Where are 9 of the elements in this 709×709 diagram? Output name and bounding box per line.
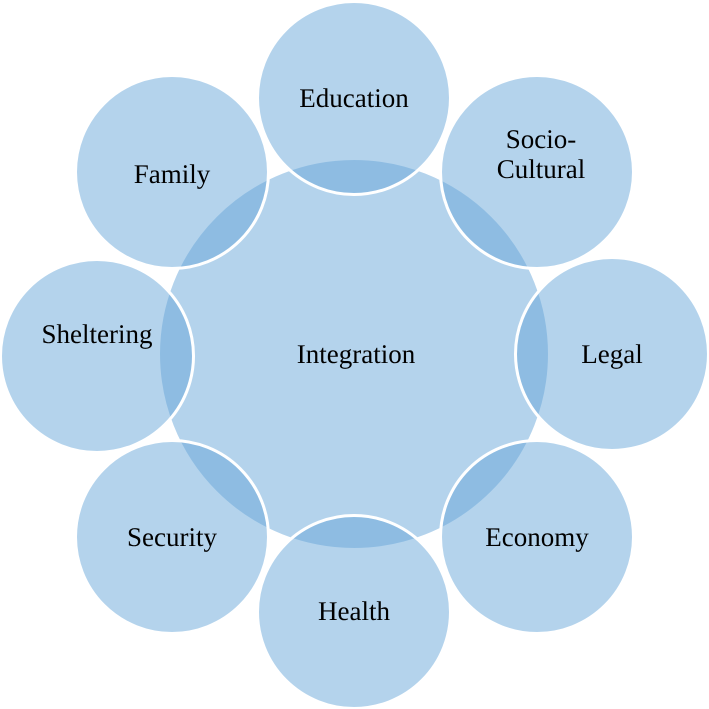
- circle-label: Economy: [485, 522, 589, 552]
- circle-label: Socio-Cultural: [496, 124, 586, 184]
- circle-label: Legal: [581, 338, 643, 370]
- circle-label: Integration: [296, 338, 416, 370]
- circle-label: Education: [299, 82, 409, 114]
- circle-label: Health: [318, 596, 390, 626]
- circle-label: Sheltering: [42, 318, 152, 350]
- circle-label: Security: [127, 522, 217, 552]
- circle-label: Family: [134, 158, 210, 190]
